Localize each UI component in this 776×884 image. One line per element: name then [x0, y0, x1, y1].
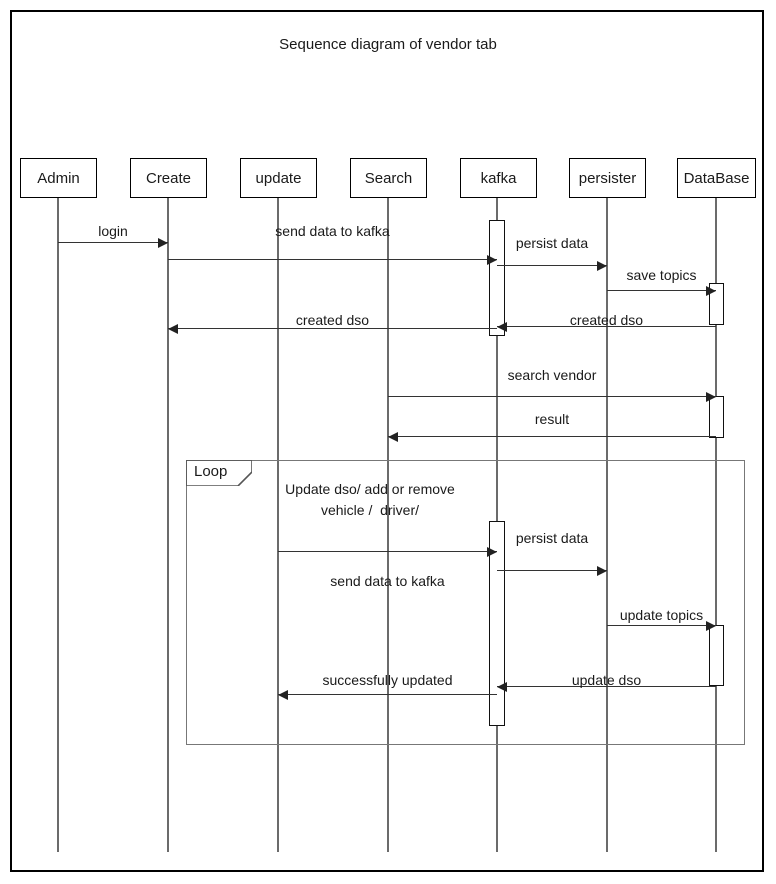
lifeline-header-update[interactable]: update: [240, 158, 317, 198]
activation-bar-kafka: [489, 521, 505, 726]
message-line: [607, 625, 716, 627]
activation-bar-database: [709, 625, 724, 686]
message-arrowhead-right: [597, 566, 607, 576]
message-line: [497, 570, 607, 572]
message-line: [168, 259, 497, 261]
loop-body-label-line1: Update dso/ add or remove: [285, 481, 455, 497]
message-label: successfully updated: [322, 672, 453, 688]
message-arrowhead-right: [487, 255, 497, 265]
message-label: search vendor: [507, 367, 597, 383]
message-line: [168, 328, 497, 330]
message-arrowhead-right: [706, 621, 716, 631]
message-line: [497, 686, 716, 688]
message-label: update dso: [571, 672, 642, 688]
lifeline-header-admin[interactable]: Admin: [20, 158, 97, 198]
lifeline-database: [715, 198, 717, 852]
message-label: send data to kafka: [275, 223, 390, 239]
activation-bar-database: [709, 396, 724, 438]
message-arrowhead-right: [487, 547, 497, 557]
lifeline-admin: [57, 198, 59, 852]
message-line: [497, 326, 716, 328]
message-label: persist data: [515, 235, 589, 251]
page-border: [10, 10, 764, 872]
lifeline-label: DataBase: [683, 169, 750, 187]
message-arrowhead-left: [497, 322, 507, 332]
loop-body-label: Update dso/ add or remove vehicle / drive…: [255, 479, 485, 521]
loop-tag-shape: [186, 460, 252, 486]
lifeline-label: update: [255, 169, 302, 187]
lifeline-create: [167, 198, 169, 852]
message-label: created dso: [569, 312, 644, 328]
loop-body-label-line2: vehicle / driver/: [320, 502, 420, 518]
message-arrowhead-left: [168, 324, 178, 334]
lifeline-header-kafka[interactable]: kafka: [460, 158, 537, 198]
message-label: created dso: [295, 312, 370, 328]
message-arrowhead-left: [278, 690, 288, 700]
loop-tag-label: Loop: [194, 463, 228, 480]
lifeline-label: Admin: [37, 169, 80, 187]
message-label: persist data: [515, 530, 589, 546]
lifeline-persister: [606, 198, 608, 852]
message-line: [388, 396, 716, 398]
message-line: [58, 242, 168, 244]
message-label: result: [534, 411, 570, 427]
lifeline-label: Search: [364, 169, 413, 187]
lifeline-header-create[interactable]: Create: [130, 158, 207, 198]
message-line: [278, 694, 497, 696]
message-line: [607, 290, 716, 292]
message-arrowhead-left: [388, 432, 398, 442]
lifeline-label: Create: [145, 169, 192, 187]
lifeline-header-search[interactable]: Search: [350, 158, 427, 198]
message-arrowhead-right: [706, 286, 716, 296]
loop-fragment-frame: [186, 460, 745, 745]
message-line: [388, 436, 716, 438]
message-arrowhead-left: [497, 682, 507, 692]
lifeline-header-database[interactable]: DataBase: [677, 158, 756, 198]
message-line: [278, 551, 497, 553]
message-label: login: [98, 223, 128, 239]
page-title: Sequence diagram of vendor tab: [279, 36, 497, 53]
message-label: send data to kafka: [330, 573, 445, 589]
message-line: [497, 265, 607, 267]
lifeline-label: persister: [578, 169, 637, 187]
lifeline-header-persister[interactable]: persister: [569, 158, 646, 198]
lifeline-update: [277, 198, 279, 852]
lifeline-label: kafka: [480, 169, 517, 187]
message-arrowhead-right: [158, 238, 168, 248]
message-label: save topics: [626, 267, 697, 283]
message-label: update topics: [619, 607, 704, 623]
lifeline-search: [387, 198, 389, 852]
activation-bar-kafka: [489, 220, 505, 336]
message-arrowhead-right: [706, 392, 716, 402]
message-arrowhead-right: [597, 261, 607, 271]
